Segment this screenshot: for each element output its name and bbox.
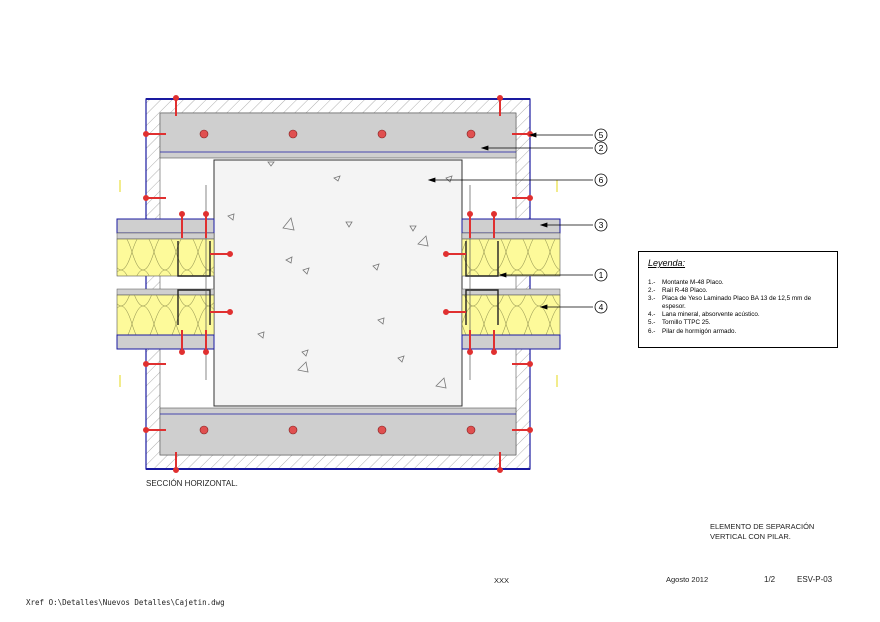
top-board-band	[159, 112, 517, 159]
legend-title: Leyenda:	[648, 258, 686, 268]
callout-markers	[594, 128, 608, 314]
concrete-pillar	[213, 159, 463, 407]
legend-item: 3.- Placa de Yeso Laminado Placo BA 13 d…	[648, 295, 812, 311]
callout-4: 4	[599, 302, 604, 312]
callout-1: 1	[599, 270, 604, 280]
left-partition-wall	[116, 180, 215, 387]
legend-item: 4.- Lana mineral, absorvente acústico.	[648, 311, 760, 319]
drawing-code: ESV-P-03	[797, 575, 833, 584]
legend-box: Leyenda: 1.- Montante M-48 Placo. 2.- Ra…	[638, 251, 838, 348]
sheet-number: 1/2	[764, 575, 776, 584]
leader-lines	[427, 132, 593, 310]
drawing-author: XXX	[494, 576, 510, 585]
drawing-date: Agosto 2012	[666, 575, 709, 584]
callout-5: 5	[599, 130, 604, 140]
section-label: SECCIÓN HORIZONTAL.	[146, 479, 238, 488]
callout-numbers: 5 2 6 3 1 4	[599, 130, 604, 312]
bottom-board-band	[159, 407, 517, 456]
screws	[143, 95, 533, 473]
legend-item: 2.- Rail R-48 Placo.	[648, 287, 708, 295]
legend-item: 5.- Tornillo TTPC 25.	[648, 319, 711, 327]
callout-3: 3	[599, 220, 604, 230]
callout-2: 2	[599, 143, 604, 153]
legend-item: 6.- Pilar de hormigón armado.	[648, 327, 737, 335]
right-partition-wall	[461, 180, 561, 387]
drawing-description-line1: ELEMENTO DE SEPARACIÓN	[710, 522, 815, 531]
legend-item: 1.- Montante M-48 Placo.	[648, 279, 724, 286]
callout-6: 6	[599, 175, 604, 185]
xref-path: Xref O:\Detalles\Nuevos Detalles\Cajetin…	[26, 598, 225, 607]
drawing-description-line2: VERTICAL CON PILAR.	[710, 532, 791, 541]
